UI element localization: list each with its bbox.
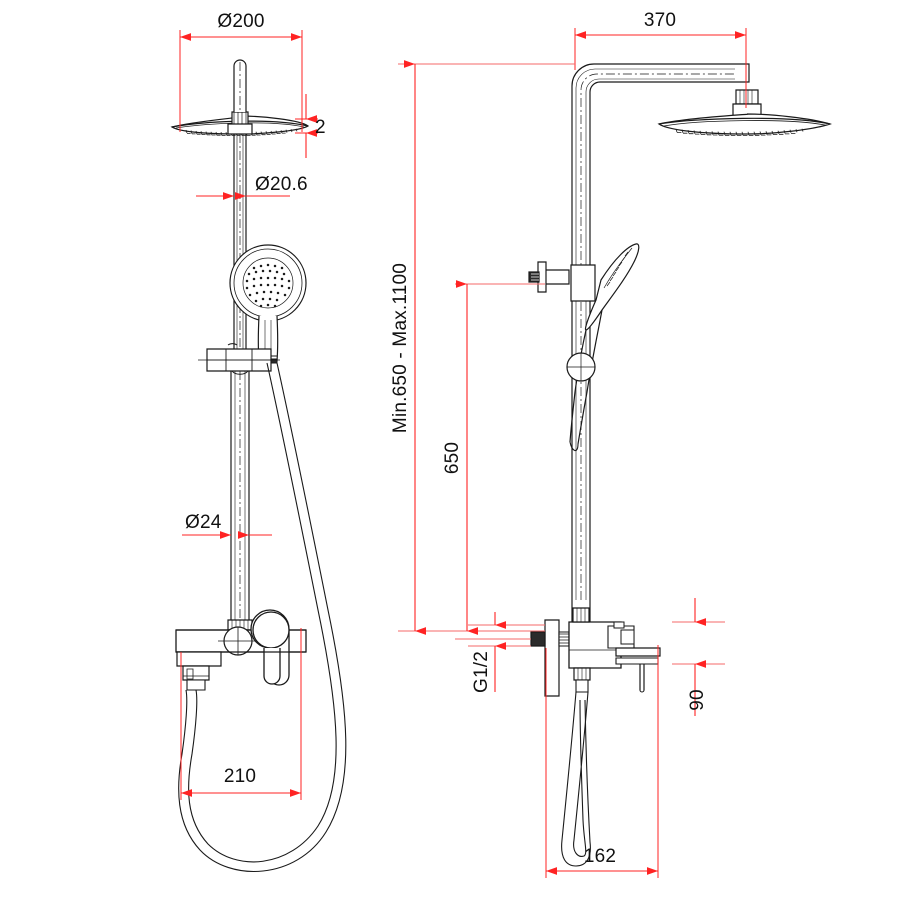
dim-label-riser-lower-diameter: Ø24 bbox=[185, 512, 222, 533]
dim-label-total-height: Min.650 - Max.1100 bbox=[390, 263, 411, 433]
side-dimension-spout-drop: 90 bbox=[687, 598, 708, 716]
front-dimension-valve-width: 210 bbox=[180, 628, 302, 800]
front-lower-riser-tube bbox=[227, 371, 253, 631]
side-mixer-valve-body bbox=[530, 607, 661, 697]
dim-label-inlet-thread: G1/2 bbox=[471, 651, 492, 693]
side-dimension-depth: 162 bbox=[545, 645, 659, 878]
front-dimension-riser-lower-diameter: Ø24 bbox=[182, 512, 272, 539]
dim-label-head-thickness: 2 bbox=[315, 117, 326, 138]
front-upper-riser-tube bbox=[233, 59, 247, 352]
front-mixer-valve-body bbox=[175, 609, 307, 691]
side-overhead-shower-head bbox=[657, 113, 832, 136]
dim-label-arm-reach: 370 bbox=[644, 10, 676, 31]
front-overhead-shower-head bbox=[170, 111, 310, 136]
dim-label-head-diameter: Ø200 bbox=[217, 11, 264, 32]
side-view: 370 Min.650 - Max.1100 650 G1/2 bbox=[390, 10, 832, 878]
front-dimension-riser-upper-diameter: Ø20.6 bbox=[196, 174, 308, 200]
side-dimension-arm-reach: 370 bbox=[574, 10, 747, 108]
front-slider-bracket bbox=[198, 343, 280, 375]
front-view: Ø200 2 Ø20.6 Ø24 210 bbox=[170, 11, 347, 872]
side-dimension-total-height: Min.650 - Max.1100 bbox=[390, 60, 426, 635]
front-dimension-head-thickness: 2 bbox=[295, 94, 326, 158]
dim-label-depth: 162 bbox=[584, 846, 616, 867]
side-dimension-riser-height: 650 bbox=[442, 280, 478, 635]
dim-label-valve-width: 210 bbox=[224, 766, 256, 787]
dim-label-spout-drop: 90 bbox=[687, 689, 708, 711]
dim-label-riser-upper-diameter: Ø20.6 bbox=[255, 174, 308, 195]
side-hand-shower bbox=[566, 243, 640, 452]
front-dimension-head-diameter: Ø200 bbox=[179, 11, 303, 132]
dim-label-riser-height: 650 bbox=[442, 442, 463, 474]
side-dimension-inlet-thread: G1/2 bbox=[471, 612, 506, 693]
side-shower-hose bbox=[561, 691, 591, 867]
